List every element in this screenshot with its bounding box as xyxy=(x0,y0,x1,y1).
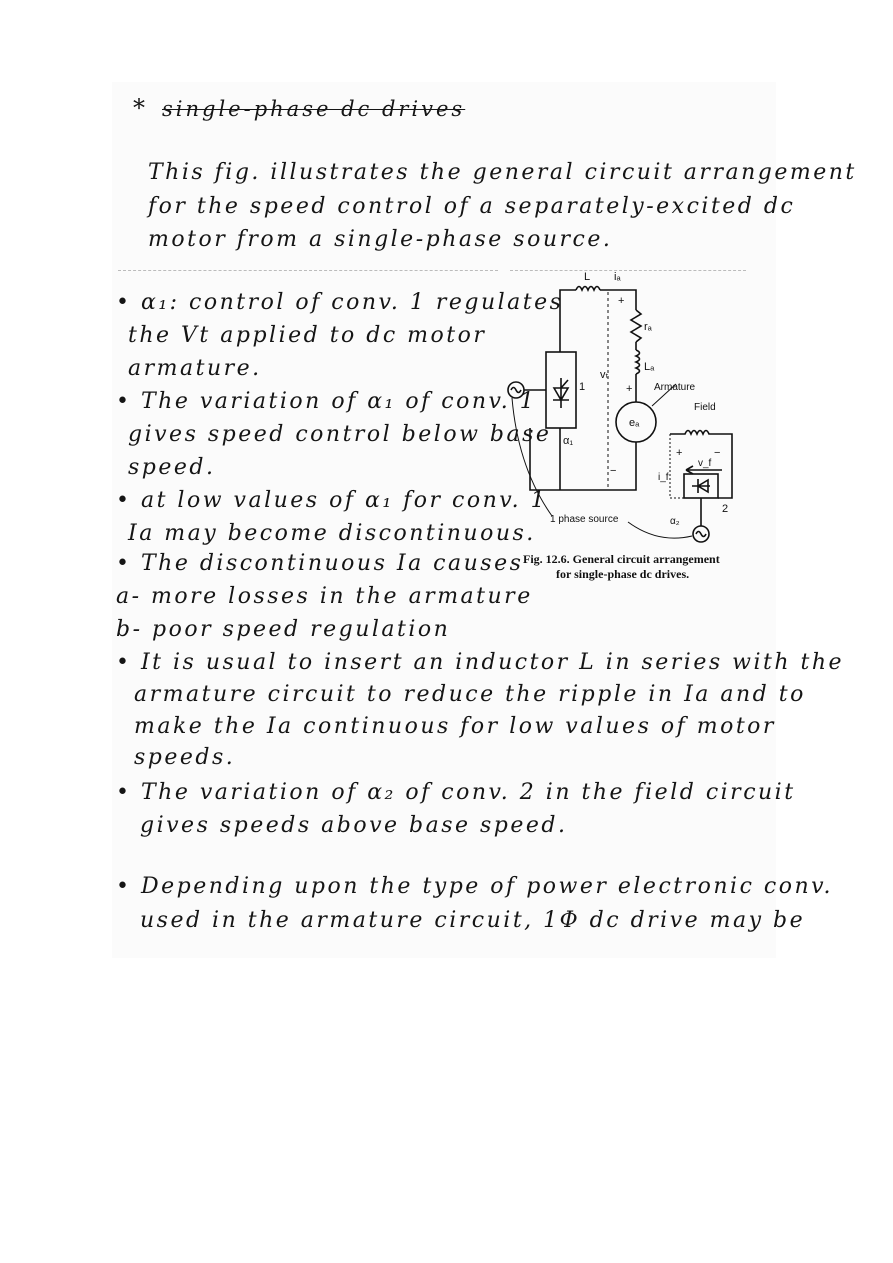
note-line: speeds. xyxy=(134,745,236,770)
figure-caption-line-1: Fig. 12.6. General circuit arrangement xyxy=(523,552,720,566)
ac-source-2 xyxy=(692,525,710,543)
intro-line: This fig. illustrates the general circui… xyxy=(148,160,857,185)
note-line: the Vt applied to dc motor xyxy=(128,323,487,348)
label-ra: rₐ xyxy=(644,321,653,333)
label-minus-field: − xyxy=(714,447,720,459)
note-line: gives speeds above base speed. xyxy=(140,813,568,838)
page-title-text: single-phase dc drives xyxy=(162,97,466,121)
divider xyxy=(118,270,498,271)
label-plus-top: + xyxy=(618,295,624,307)
page-title: * single-phase dc drives xyxy=(133,96,465,120)
divider xyxy=(510,270,746,271)
note-line: • α₁: control of conv. 1 regulates xyxy=(116,290,564,315)
inductor-La xyxy=(633,349,641,375)
note-line: • The variation of α₁ of conv. 1 xyxy=(116,389,537,414)
note-line: armature circuit to reduce the ripple in… xyxy=(134,682,806,707)
label-conv1: 1 xyxy=(579,381,585,393)
label-ia: iₐ xyxy=(614,271,621,283)
figure-caption-line-2: for single-phase dc drives. xyxy=(556,567,690,581)
intro-line: motor from a single-phase source. xyxy=(148,227,613,252)
label-plus-field: + xyxy=(676,447,682,459)
note-line: • The variation of α₂ of conv. 2 in the … xyxy=(116,780,796,805)
note-line: • Depending upon the type of power elect… xyxy=(116,874,833,899)
label-La: Lₐ xyxy=(644,361,655,373)
label-armature: Armature xyxy=(654,382,696,393)
note-line: a- more losses in the armature xyxy=(116,584,533,609)
label-if: i_f xyxy=(658,472,669,483)
note-line: make the Ia continuous for low values of… xyxy=(134,714,776,739)
note-line: • at low values of α₁ for conv. 1 xyxy=(116,488,548,513)
label-plus-motor: + xyxy=(626,383,632,395)
intro-line: for the speed control of a separately-ex… xyxy=(148,194,796,219)
label-vt: vₜ xyxy=(600,369,609,381)
bullet-star-icon: * xyxy=(133,94,148,122)
note-line: armature. xyxy=(128,356,262,381)
inductor-L xyxy=(575,285,601,293)
label-conv2: 2 xyxy=(722,503,728,515)
label-L: L xyxy=(584,271,590,283)
note-line: b- poor speed regulation xyxy=(116,617,451,642)
circuit-diagram: L iₐ + rₐ Lₐ vₜ + Armature Field eₐ 1 α₁… xyxy=(507,271,733,543)
notebook-page xyxy=(112,82,776,958)
note-line: • The discontinuous Ia causes xyxy=(116,551,524,576)
label-alpha1: α₁ xyxy=(563,435,573,447)
label-source: 1 phase source xyxy=(550,514,619,525)
note-line: • It is usual to insert an inductor L in… xyxy=(116,650,845,675)
label-ea: eₐ xyxy=(629,417,640,429)
note-line: Ia may become discontinuous. xyxy=(128,521,536,546)
ac-source-1 xyxy=(507,381,525,399)
label-alpha2: α₂ xyxy=(670,516,680,527)
label-field: Field xyxy=(694,402,716,413)
label-vf: v_f xyxy=(698,458,712,469)
label-minus-motor: − xyxy=(610,465,616,477)
note-line: gives speed control below base xyxy=(128,422,552,447)
note-line: used in the armature circuit, 1Φ dc driv… xyxy=(140,908,806,933)
resistor-ra xyxy=(629,309,643,343)
note-line: speed. xyxy=(128,455,216,480)
